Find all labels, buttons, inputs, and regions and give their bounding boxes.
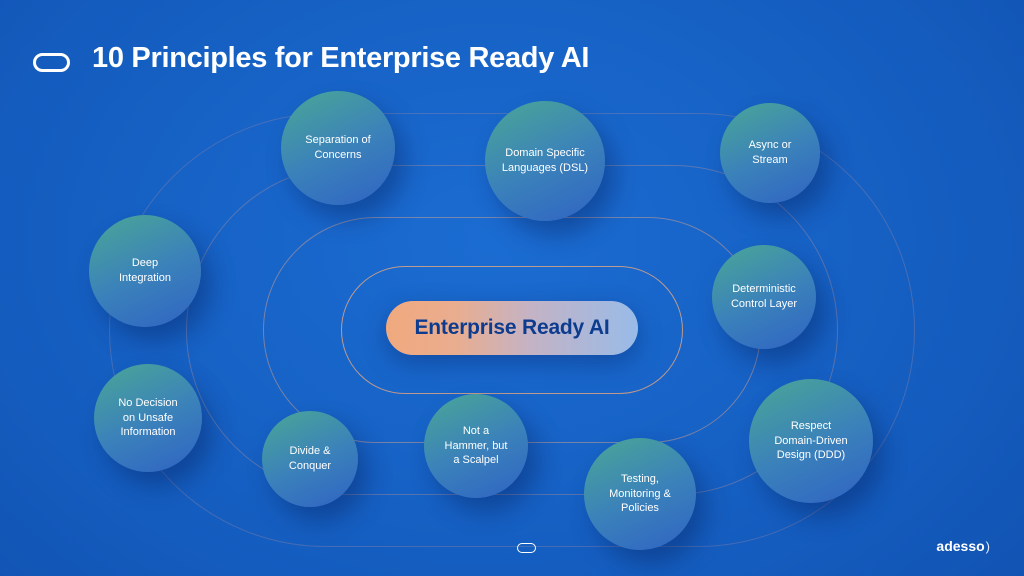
- slide-header: 10 Principles for Enterprise Ready AI: [33, 42, 589, 75]
- slide-title: 10 Principles for Enterprise Ready AI: [92, 42, 590, 74]
- bubble-label: Deep Integration: [119, 257, 171, 284]
- bubble-label: Testing, Monitoring & Policies: [609, 472, 671, 515]
- brand-logo: adesso ): [936, 538, 990, 554]
- pill-ornament-icon: [517, 543, 536, 553]
- center-concept-label: Enterprise Ready AI: [414, 316, 610, 339]
- pill-logo-icon: [33, 53, 70, 72]
- bubble-label: Divide & Conquer: [288, 445, 332, 472]
- bubble-label: Not a Hammer, but a Scalpel: [444, 424, 508, 467]
- brand-mark-icon: ): [985, 539, 990, 554]
- bubble-respect-domain-driven-design: Respect Domain-Driven Design (DDD): [749, 379, 873, 503]
- bubble-deep-integration: Deep Integration: [89, 215, 201, 327]
- bubble-async-or-stream: Async or Stream: [720, 103, 820, 203]
- bubble-not-a-hammer-but-a-scalpel: Not a Hammer, but a Scalpel: [424, 394, 528, 498]
- brand-wordmark: adesso: [936, 538, 985, 554]
- bubble-label: Respect Domain-Driven Design (DDD): [774, 419, 848, 462]
- center-concept-pill: Enterprise Ready AI: [386, 301, 638, 355]
- bubble-testing-monitoring-policies: Testing, Monitoring & Policies: [584, 438, 696, 550]
- bubble-label: Async or Stream: [748, 139, 792, 166]
- bubble-label: Separation of Concerns: [305, 134, 371, 161]
- bubble-label: Domain Specific Languages (DSL): [501, 147, 589, 174]
- bubble-divide-and-conquer: Divide & Conquer: [262, 411, 358, 507]
- bubble-deterministic-control-layer: Deterministic Control Layer: [712, 245, 816, 349]
- bubble-no-decision-unsafe-information: No Decision on Unsafe Information: [94, 364, 202, 472]
- bubble-label: No Decision on Unsafe Information: [118, 396, 178, 439]
- bubble-separation-of-concerns: Separation of Concerns: [281, 91, 395, 205]
- bubble-label: Deterministic Control Layer: [730, 283, 798, 310]
- bubble-domain-specific-languages: Domain Specific Languages (DSL): [485, 101, 605, 221]
